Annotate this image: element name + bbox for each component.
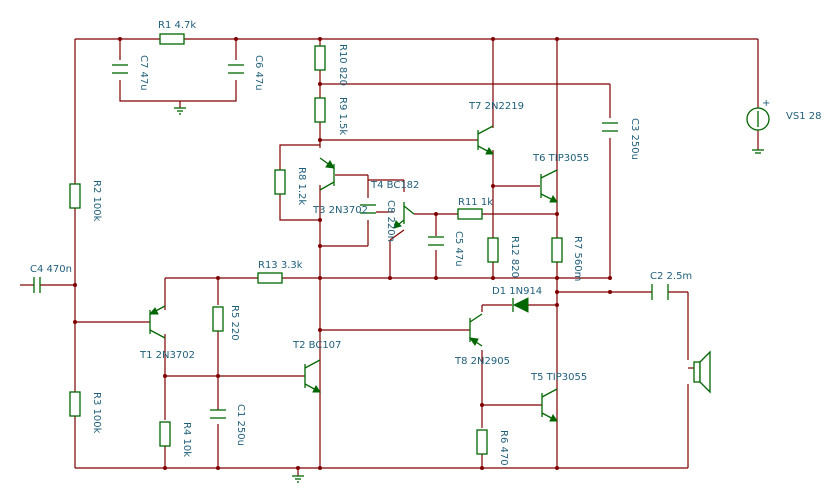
transistor-t4 <box>393 202 415 229</box>
label-t2: T2 BC107 <box>292 340 341 351</box>
label-r13: R13 3.3k <box>258 260 303 271</box>
label-t3: T3 2N3702 <box>312 205 368 216</box>
capacitor-c1 <box>210 409 226 419</box>
ground-icon <box>292 475 304 483</box>
junction-dots <box>73 37 612 470</box>
label-t6: T6 TIP3055 <box>532 153 589 164</box>
resistor-r6 <box>476 429 488 455</box>
label-r11: R11 1k <box>458 197 493 208</box>
resistor-r7 <box>551 237 563 263</box>
label-r5: R5 220 <box>229 305 240 341</box>
label-r12: R12 820 <box>509 236 520 278</box>
capacitor-c4 <box>33 277 41 293</box>
label-r4: R4 10k <box>181 422 192 457</box>
label-c4: C4 470n <box>30 264 72 275</box>
ground-icon <box>174 107 186 115</box>
resistor-r1 <box>159 33 185 45</box>
label-d1: D1 1N914 <box>492 286 542 297</box>
capacitor-c6 <box>228 60 244 80</box>
label-r9: R9 1.5k <box>337 97 348 135</box>
capacitor-c8 <box>360 200 376 220</box>
resistor-r10 <box>314 45 326 71</box>
wires <box>20 38 759 476</box>
label-vs1: VS1 28 <box>786 111 821 122</box>
transistor-t5 <box>541 388 558 422</box>
label-t4: T4 BC182 <box>370 180 419 191</box>
diode-d1 <box>512 297 529 313</box>
capacitor-c7 <box>112 60 128 80</box>
label-r6: R6 470 <box>498 430 509 466</box>
label-r3: R3 100k <box>91 392 102 434</box>
label-c6: C6 47u <box>253 55 264 91</box>
label-c8: C8 220n <box>385 200 396 242</box>
label-c2: C2 2.5m <box>650 271 692 282</box>
resistor-r8 <box>274 169 286 195</box>
transistor-t8 <box>468 313 483 347</box>
label-vs-plus: + <box>762 98 770 109</box>
capacitor-c3 <box>602 118 618 138</box>
label-t1: T1 2N3702 <box>139 350 195 361</box>
resistor-r2 <box>69 183 81 209</box>
label-r10: R10 820 <box>337 44 348 86</box>
transistor-t3 <box>319 157 335 191</box>
label-r8: R8 1.2k <box>296 167 307 205</box>
label-t5: T5 TIP3055 <box>530 372 587 383</box>
resistor-r9 <box>314 97 326 123</box>
label-c1: C1 250u <box>235 404 246 446</box>
resistor-r12 <box>487 237 499 263</box>
label-r1: R1 4.7k <box>158 20 196 31</box>
transistor-t6 <box>540 169 558 203</box>
transistor-t2 <box>304 359 321 393</box>
resistor-r13 <box>257 272 283 284</box>
speaker-icon <box>693 350 711 394</box>
resistor-r5 <box>212 306 224 332</box>
label-c7: C7 47u <box>138 55 149 91</box>
voltage-source-vs1 <box>746 107 770 154</box>
capacitor-c2 <box>651 284 669 300</box>
label-r2: R2 100k <box>91 180 102 222</box>
label-c3: C3 250u <box>629 118 640 160</box>
capacitor-c5 <box>428 236 444 246</box>
component-labels: R1 4.7k C7 47u C6 47u R10 820 R9 1.5k T7… <box>30 20 821 466</box>
label-t8: T8 2N2905 <box>454 356 510 367</box>
transistor-t7 <box>477 125 494 155</box>
resistor-r3 <box>69 391 81 417</box>
resistor-r11 <box>457 208 483 220</box>
label-t7: T7 2N2219 <box>468 101 524 112</box>
resistor-r4 <box>159 421 171 447</box>
transistor-t1 <box>148 305 166 339</box>
label-c5: C5 47u <box>453 231 464 267</box>
label-r7: R7 560m <box>572 236 583 281</box>
